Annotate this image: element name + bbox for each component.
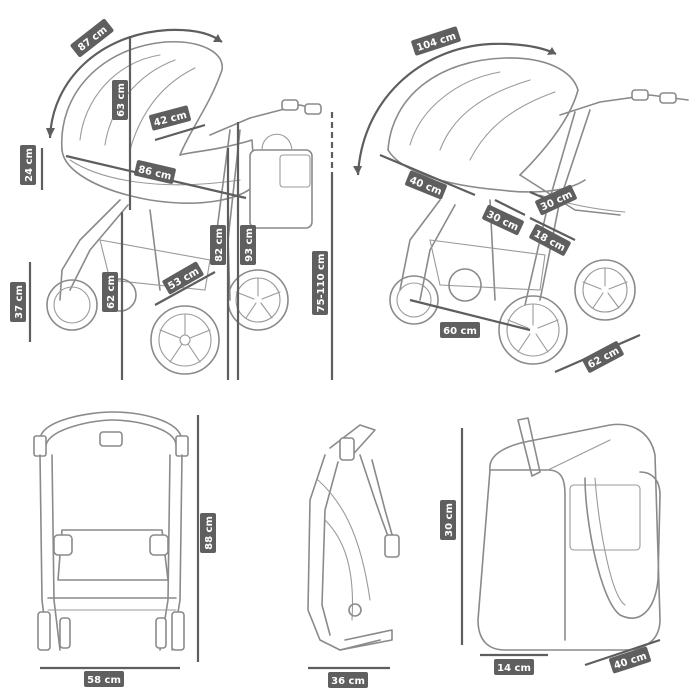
frame-folded-illustration: [307, 424, 400, 651]
label-hood-arc-87: 87 cm: [70, 18, 114, 58]
label-folded-width-36: 36 cm: [328, 672, 368, 688]
label-handle-height-75-110: 75-110 cm: [312, 251, 328, 315]
svg-text:82 cm: 82 cm: [214, 228, 225, 262]
svg-text:75-110 cm: 75-110 cm: [316, 254, 327, 313]
label-width-62: 62 cm: [582, 341, 624, 373]
frame-front-illustration: [33, 411, 189, 651]
label-overall-height-93: 93 cm: [240, 225, 256, 265]
svg-text:37 cm: 37 cm: [14, 285, 25, 319]
carrycot-dimension-lines: [28, 28, 334, 380]
svg-text:24 cm: 24 cm: [24, 148, 35, 182]
label-bag-depth-14: 14 cm: [494, 659, 534, 675]
label-wheel-height-37: 37 cm: [10, 282, 26, 322]
svg-text:58 cm: 58 cm: [87, 675, 121, 686]
bag-illustration: [477, 417, 661, 651]
label-bumper-height-82: 82 cm: [210, 225, 226, 265]
stroller-carrycot-illustration: [46, 41, 322, 375]
svg-text:14 cm: 14 cm: [497, 663, 531, 674]
frame-front-dimension-lines: [40, 415, 200, 670]
svg-text:88 cm: 88 cm: [204, 516, 215, 550]
label-carrycot-height-63: 63 cm: [112, 80, 128, 120]
svg-text:30 cm: 30 cm: [444, 503, 455, 537]
svg-text:60 cm: 60 cm: [443, 326, 477, 337]
label-carrycot-depth-24: 24 cm: [20, 145, 36, 185]
label-frame-width-58: 58 cm: [84, 671, 124, 687]
label-seat-depth-30: 30 cm: [482, 204, 524, 236]
label-bag-height-30: 30 cm: [440, 500, 456, 540]
svg-text:36 cm: 36 cm: [331, 676, 365, 687]
bag-dimension-lines: [460, 428, 661, 667]
label-carrycot-width-42: 42 cm: [149, 105, 191, 131]
stroller-seat-illustration: [387, 57, 689, 365]
label-carrycot-length-86: 86 cm: [134, 160, 176, 184]
label-wheelbase-60: 60 cm: [440, 322, 480, 338]
label-frame-height-88: 88 cm: [200, 513, 216, 553]
svg-text:62 cm: 62 cm: [106, 275, 117, 309]
label-seat-ground-62: 62 cm: [102, 272, 118, 312]
svg-text:63 cm: 63 cm: [116, 83, 127, 117]
svg-text:93 cm: 93 cm: [244, 228, 255, 262]
